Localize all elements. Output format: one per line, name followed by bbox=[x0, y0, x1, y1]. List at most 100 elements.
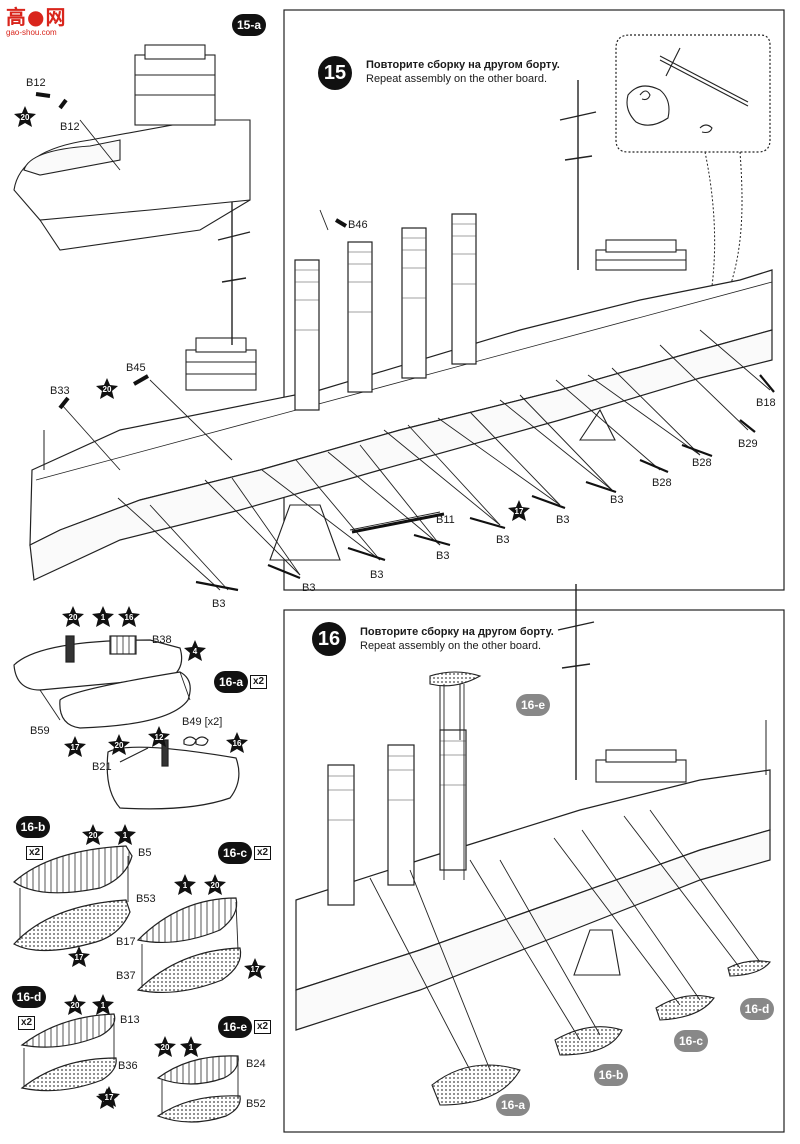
paint-star-number: 20 bbox=[89, 831, 98, 840]
part-label: B36 bbox=[118, 1060, 138, 1072]
paint-star-number: 17 bbox=[71, 743, 80, 752]
bridge-15 bbox=[185, 337, 257, 391]
part-label: B13 bbox=[120, 1014, 140, 1026]
stand-16 bbox=[573, 929, 621, 976]
paint-star: 16 bbox=[226, 732, 248, 753]
paint-star-number: 16 bbox=[233, 739, 242, 748]
part-label: B3 bbox=[610, 494, 624, 506]
funnels-15 bbox=[294, 213, 477, 411]
paint-star: 20 bbox=[62, 606, 84, 627]
marker-16c: 16-c bbox=[674, 1030, 708, 1052]
sub16a-badge: 16-a bbox=[214, 671, 248, 693]
part-label: B59 bbox=[30, 725, 50, 737]
paint-star: 16 bbox=[118, 606, 140, 627]
step16-ru: Повторите сборку на другом борту. bbox=[360, 626, 554, 638]
paint-star: 20 bbox=[204, 874, 226, 895]
aft-deck-16 bbox=[595, 749, 687, 783]
watermark-url: gao-shou.com bbox=[6, 28, 57, 37]
paint-star: 17 bbox=[98, 1086, 120, 1107]
boat-16b bbox=[13, 845, 133, 952]
part-label: B12 bbox=[60, 121, 80, 133]
paint-star: 1 bbox=[92, 994, 114, 1015]
sub16c-mult: x2 bbox=[254, 846, 272, 860]
paint-star: 20 bbox=[82, 824, 104, 845]
watermark-logo: 高●网 gao-shou.com bbox=[6, 6, 84, 40]
paint-star-number: 1 bbox=[101, 613, 106, 622]
paint-star: 1 bbox=[114, 824, 136, 845]
step16-number: 16 bbox=[312, 622, 346, 656]
paint-star-number: 17 bbox=[251, 965, 260, 974]
step16-en: Repeat assembly on the other board. bbox=[360, 640, 542, 652]
part-label: B24 bbox=[246, 1058, 266, 1070]
paint-star-number: 1 bbox=[183, 881, 188, 890]
sub15a-badge: 15-a bbox=[232, 14, 266, 36]
sub16a-mult: x2 bbox=[250, 675, 268, 689]
part-label: B45 bbox=[126, 362, 146, 374]
paint-star: 17 bbox=[64, 736, 86, 757]
step16-frame bbox=[283, 609, 785, 1133]
part-label: B18 bbox=[756, 397, 776, 409]
paint-star: 12 bbox=[148, 726, 170, 747]
part-label: B3 bbox=[436, 550, 450, 562]
paint-star-number: 20 bbox=[161, 1043, 170, 1052]
part-label: B3 bbox=[370, 569, 384, 581]
part-label: B3 bbox=[302, 582, 316, 594]
part-label: B52 bbox=[246, 1098, 266, 1110]
paint-star-number: 4 bbox=[193, 647, 198, 656]
detail-bubble bbox=[615, 34, 771, 153]
sub16b-mult: x2 bbox=[26, 846, 44, 860]
sub16b-badge: 16-b bbox=[16, 816, 50, 838]
paint-star: 17 bbox=[244, 958, 266, 979]
part-label: B29 bbox=[738, 438, 758, 450]
paint-star-number: 20 bbox=[71, 1001, 80, 1010]
funnels-16 bbox=[327, 729, 467, 906]
paint-star: 20 bbox=[14, 106, 36, 127]
paint-star: 1 bbox=[92, 606, 114, 627]
part-label: B11 bbox=[436, 514, 455, 526]
paint-star: 20 bbox=[96, 378, 118, 399]
paint-star-number: 17 bbox=[515, 507, 524, 516]
mast-16 bbox=[439, 584, 767, 780]
step15-ru: Повторите сборку на другом борту. bbox=[366, 59, 560, 71]
step15-en: Repeat assembly on the other board. bbox=[366, 73, 548, 85]
part-label: B12 bbox=[26, 77, 46, 89]
paint-star-number: 20 bbox=[115, 741, 124, 750]
part-label: B38 bbox=[152, 634, 172, 646]
watermark-chars: 高●网 bbox=[6, 5, 67, 29]
paint-star-number: 17 bbox=[105, 1093, 114, 1102]
part-label: B53 bbox=[136, 893, 156, 905]
bow-detail-15a bbox=[13, 44, 251, 251]
paint-star-number: 1 bbox=[189, 1043, 194, 1052]
marker-16e: 16-e bbox=[516, 694, 550, 716]
paint-star: 17 bbox=[508, 500, 530, 521]
paint-star: 1 bbox=[180, 1036, 202, 1057]
part-label: B37 bbox=[116, 970, 136, 982]
part-label: B3 bbox=[556, 514, 570, 526]
boat-16d bbox=[20, 1013, 117, 1092]
step15-number: 15 bbox=[318, 56, 352, 90]
detail-anchor-rail bbox=[626, 47, 749, 134]
leader-lines-15 bbox=[61, 119, 771, 591]
mast-15 bbox=[43, 80, 597, 470]
paint-star-number: 20 bbox=[21, 113, 30, 122]
part-label: B5 bbox=[138, 847, 152, 859]
part-label: B28 bbox=[692, 457, 712, 469]
paint-star-number: 20 bbox=[103, 385, 112, 394]
part-label: B46 bbox=[348, 219, 368, 231]
part-label: B17 bbox=[116, 936, 136, 948]
paint-star-number: 16 bbox=[125, 613, 134, 622]
part-label: B3 bbox=[212, 598, 226, 610]
part-label: B21 bbox=[92, 761, 112, 773]
sub16c-badge: 16-c bbox=[218, 842, 252, 864]
marker-16b: 16-b bbox=[594, 1064, 628, 1086]
ship-hull-16 bbox=[295, 769, 771, 1031]
rod-parts-15 bbox=[35, 92, 775, 592]
paint-star-number: 12 bbox=[155, 733, 164, 742]
paint-star: 1 bbox=[174, 874, 196, 895]
paint-star: 17 bbox=[68, 946, 90, 967]
boat-16a bbox=[13, 635, 240, 810]
aft-deck-15 bbox=[595, 239, 687, 271]
ship-hull-15 bbox=[29, 269, 773, 581]
part-label: B3 bbox=[496, 534, 510, 546]
part-label: B33 bbox=[50, 385, 70, 397]
